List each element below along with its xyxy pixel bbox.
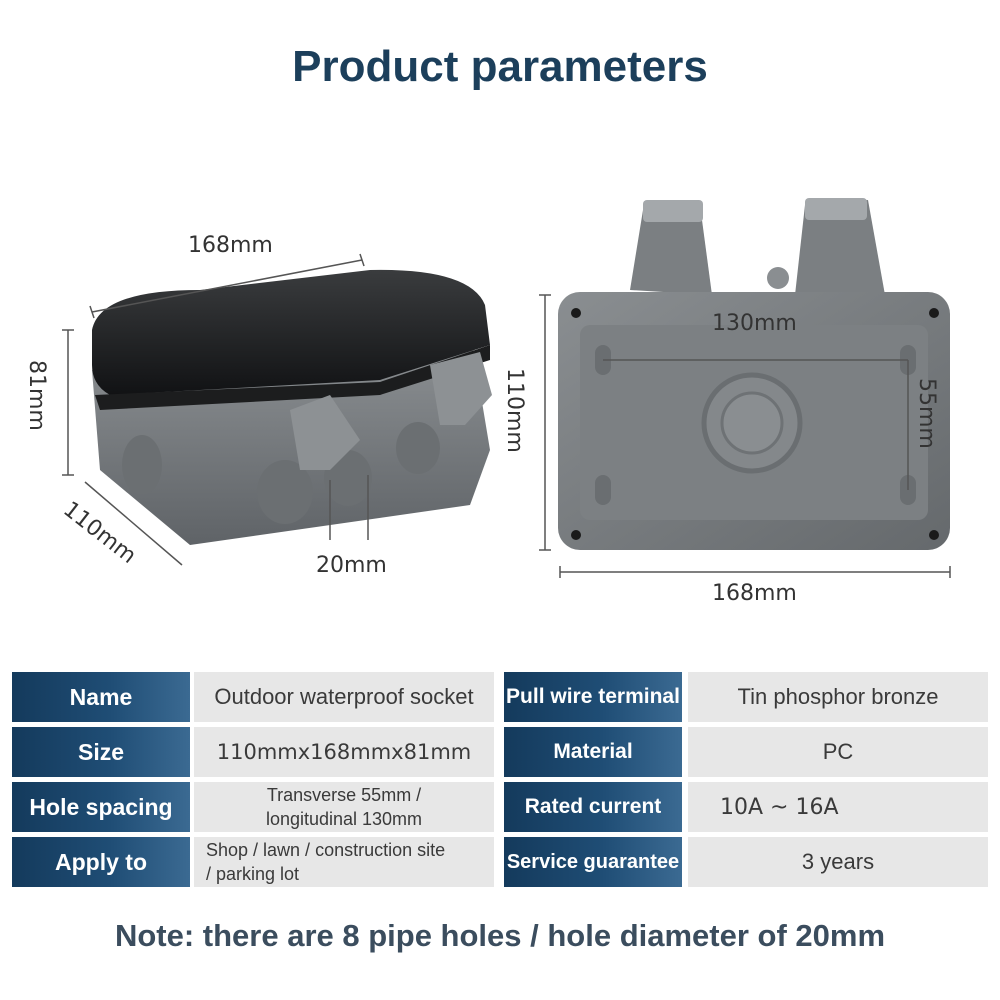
overall-height-label-right: 110mm xyxy=(502,368,527,453)
spec-label-hole-spacing: Hole spacing xyxy=(12,782,190,832)
spec-label-service: Service guarantee xyxy=(504,837,682,887)
spec-row: Size 110mmx168mmx81mm Material PC xyxy=(12,727,988,777)
side-height-label-right: 55mm xyxy=(914,378,939,449)
spec-value-name: Outdoor waterproof socket xyxy=(194,672,494,722)
height-label-left: 81mm xyxy=(24,360,49,431)
depth-label-left: 110mm xyxy=(58,497,140,569)
spec-value-apply-to-line1: Shop / lawn / construction site xyxy=(206,840,446,860)
note-text: Note: there are 8 pipe holes / hole diam… xyxy=(114,918,886,953)
page-title: Product parameters xyxy=(292,42,708,91)
top-width-label-right: 130mm xyxy=(712,311,797,336)
spec-row: Hole spacing Transverse 55mm / longitudi… xyxy=(12,782,988,832)
spec-value-hole-spacing: Transverse 55mm / longitudinal 130mm xyxy=(194,782,494,832)
width-label-left: 168mm xyxy=(188,233,273,258)
spec-label-rated-current: Rated current xyxy=(504,782,682,832)
dimension-lines-left xyxy=(62,253,369,566)
bottom-width-label-right: 168mm xyxy=(712,581,797,606)
spec-value-apply-to: Shop / lawn / construction site / parkin… xyxy=(194,837,494,887)
spec-label-apply-to: Apply to xyxy=(12,837,190,887)
spec-label-size: Size xyxy=(12,727,190,777)
spec-row: Name Outdoor waterproof socket Pull wire… xyxy=(12,672,988,722)
product-figure: 168mm 81mm 110mm 20mm 130mm 55mm 110mm 1… xyxy=(24,198,951,606)
dimension-lines-right xyxy=(539,294,951,578)
hole-label-left: 20mm xyxy=(316,553,387,578)
spec-value-hole-spacing-line2: longitudinal 130mm xyxy=(265,809,423,829)
spec-value-size: 110mmx168mmx81mm xyxy=(194,727,494,777)
spec-value-rated-current: 10A ~ 16A xyxy=(688,782,988,832)
spec-label-name: Name xyxy=(12,672,190,722)
spec-label-terminal: Pull wire terminal xyxy=(504,672,682,722)
spec-value-apply-to-line2: / parking lot xyxy=(206,864,300,884)
spec-label-material: Material xyxy=(504,727,682,777)
spec-value-service: 3 years xyxy=(688,837,988,887)
spec-row: Apply to Shop / lawn / construction site… xyxy=(12,837,988,887)
spec-value-hole-spacing-line1: Transverse 55mm / xyxy=(266,785,422,805)
spec-value-material: PC xyxy=(688,727,988,777)
socket-box-left-view xyxy=(92,269,492,545)
socket-box-back-view xyxy=(558,198,950,550)
spec-value-terminal: Tin phosphor bronze xyxy=(688,672,988,722)
